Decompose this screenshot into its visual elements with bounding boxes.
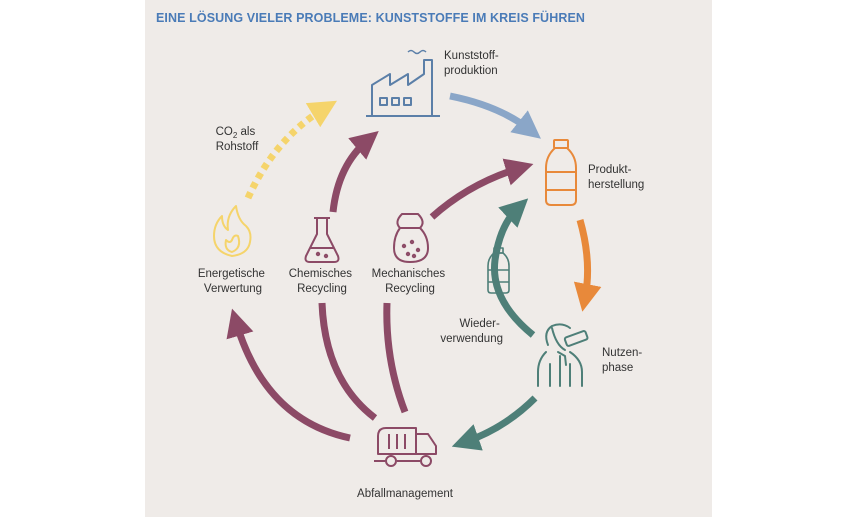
arrow-reuse (490, 198, 536, 338)
small-bottle-icon (487, 247, 510, 294)
label-produktherstellung: Produkt- herstellung (588, 164, 644, 191)
arrow-production-to-product (449, 92, 541, 139)
arrow-use-to-waste (451, 395, 538, 451)
label-kunststoffproduktion: Kunststoff- produktion (444, 50, 502, 77)
label-chemisches-recycling: Chemisches Recycling (289, 268, 355, 295)
diagram-title: EINE LÖSUNG VIELER PROBLEME: KUNSTSTOFFE… (156, 11, 586, 25)
arrow-product-to-use (573, 219, 602, 312)
garbage-truck-icon (374, 427, 437, 467)
label-energetische-verwertung: Energetische Verwertung (198, 268, 268, 295)
label-abfallmanagement: Abfallmanagement (357, 488, 454, 500)
background-panel (145, 0, 712, 517)
label-nutzenphase: Nutzen- phase (602, 347, 645, 374)
arrow-waste-to-chemical (318, 302, 378, 421)
bottle-icon (545, 139, 577, 206)
arrow-chemical-to-production (329, 131, 379, 213)
arrow-waste-to-energy (226, 308, 351, 442)
person-drinking-icon (537, 323, 589, 387)
arrow-mechanical-to-product (429, 158, 534, 220)
flame-icon (213, 205, 252, 257)
arrow-co2-to-production (244, 100, 338, 200)
label-wiederverwendung: Wieder- verwendung (440, 318, 503, 345)
sack-icon (393, 213, 429, 263)
label-mechanisches-recycling: Mechanisches Recycling (372, 268, 449, 295)
factory-icon (366, 49, 440, 117)
arrow-waste-to-mechanical (383, 302, 409, 414)
label-co2-als-rohstoff: CO2 als Rohstoff (216, 126, 260, 153)
flask-icon (304, 217, 340, 263)
